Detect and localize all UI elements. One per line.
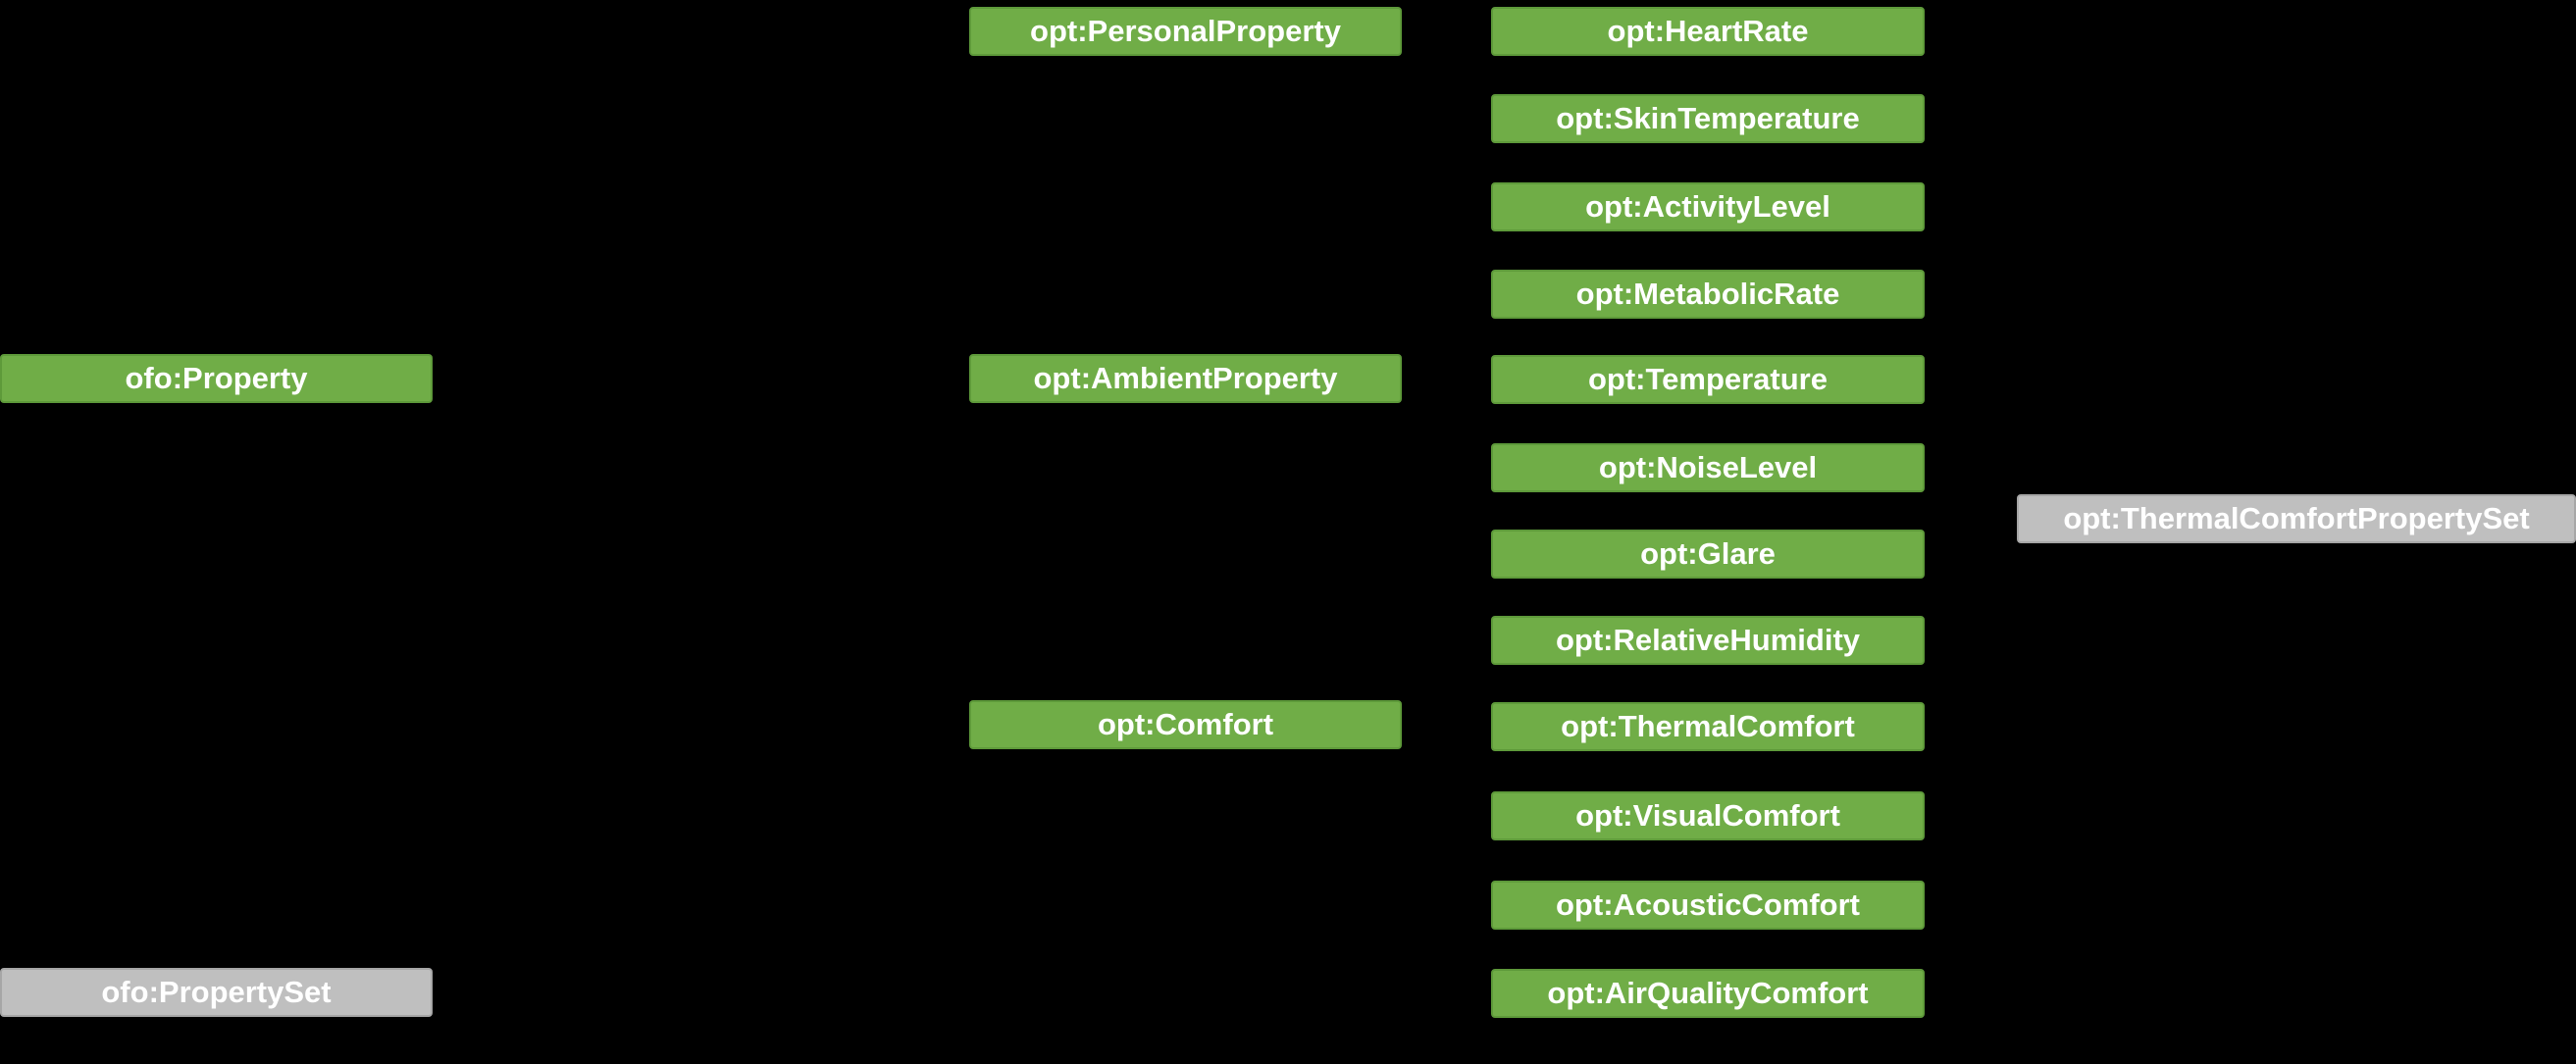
node-ofo-property: ofo:Property <box>0 354 433 403</box>
node-opt-metabolic-rate: opt:MetabolicRate <box>1491 270 1925 319</box>
node-opt-thermal-comfort: opt:ThermalComfort <box>1491 702 1925 751</box>
node-opt-activity-level: opt:ActivityLevel <box>1491 182 1925 231</box>
node-opt-thermal-comfort-property-set: opt:ThermalComfortPropertySet <box>2017 494 2576 543</box>
node-opt-relative-humidity: opt:RelativeHumidity <box>1491 616 1925 665</box>
node-opt-personal-property: opt:PersonalProperty <box>969 7 1402 56</box>
node-opt-noise-level: opt:NoiseLevel <box>1491 443 1925 492</box>
node-opt-acoustic-comfort: opt:AcousticComfort <box>1491 881 1925 930</box>
node-opt-comfort: opt:Comfort <box>969 700 1402 749</box>
node-opt-visual-comfort: opt:VisualComfort <box>1491 791 1925 840</box>
node-opt-ambient-property: opt:AmbientProperty <box>969 354 1402 403</box>
node-opt-glare: opt:Glare <box>1491 530 1925 579</box>
node-opt-air-quality-comfort: opt:AirQualityComfort <box>1491 969 1925 1018</box>
node-opt-heart-rate: opt:HeartRate <box>1491 7 1925 56</box>
node-opt-temperature: opt:Temperature <box>1491 355 1925 404</box>
node-opt-skin-temperature: opt:SkinTemperature <box>1491 94 1925 143</box>
node-ofo-property-set: ofo:PropertySet <box>0 968 433 1017</box>
